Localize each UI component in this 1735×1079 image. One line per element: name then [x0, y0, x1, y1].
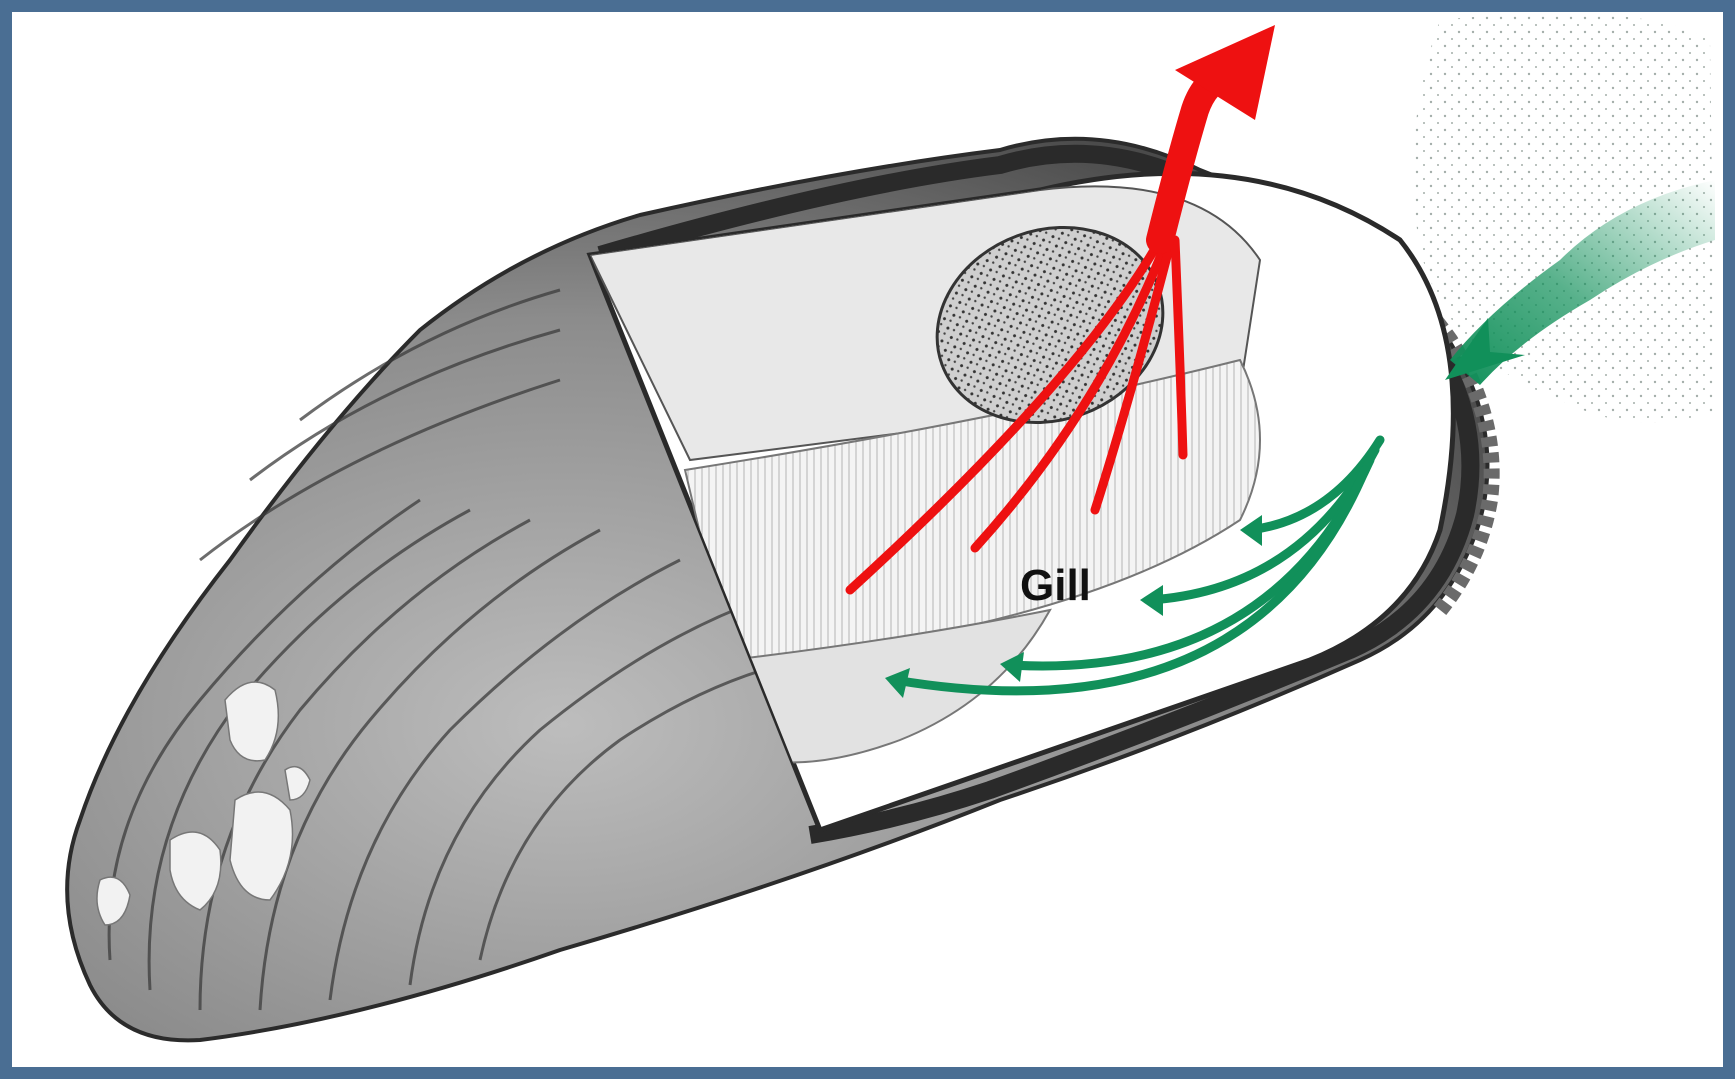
gill-label: Gill	[1020, 561, 1091, 610]
